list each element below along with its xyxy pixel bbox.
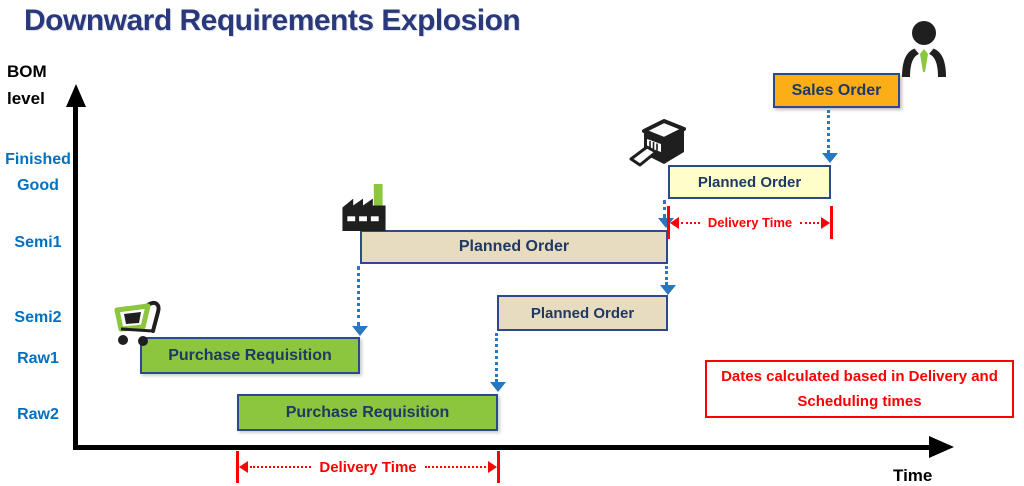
level-label-raw1: Raw1 bbox=[17, 350, 59, 367]
arrow-planned-fg-to-semi1-icon bbox=[658, 200, 674, 228]
shopping-cart-icon bbox=[114, 301, 161, 346]
page-title: Downward Requirements Explosion bbox=[24, 4, 521, 37]
delivery-start-marker bbox=[236, 451, 239, 483]
arrow-left-icon bbox=[670, 216, 679, 229]
dotted-line bbox=[250, 466, 312, 468]
arrow-right-icon bbox=[488, 461, 497, 473]
delivery-time-label: Delivery Time bbox=[319, 458, 417, 476]
dotted-line bbox=[681, 221, 700, 224]
purchase-requisition-raw2-box: Purchase Requisition bbox=[237, 394, 498, 431]
dotted-line bbox=[424, 466, 486, 468]
delivery-time-annotation-top: Delivery Time bbox=[667, 206, 833, 239]
arrow-right-icon bbox=[821, 216, 830, 229]
delivery-time-label: Delivery Time bbox=[707, 215, 793, 230]
y-axis-arrowhead-icon bbox=[66, 84, 86, 107]
arrow-left-icon bbox=[239, 461, 248, 473]
sales-order-box: Sales Order bbox=[773, 73, 900, 108]
planned-order-finished-good-box: Planned Order bbox=[668, 165, 831, 199]
planned-order-semi2-box: Planned Order bbox=[497, 295, 668, 331]
level-label-semi1: Semi1 bbox=[14, 234, 62, 251]
customer-person-icon bbox=[902, 21, 946, 77]
goods-package-icon bbox=[629, 119, 686, 167]
note-box: Dates calculated based in Delivery and S… bbox=[705, 360, 1014, 418]
x-axis-line bbox=[73, 445, 931, 450]
arrow-sales-to-planned-fg-icon bbox=[822, 110, 838, 163]
x-axis-title: Time bbox=[893, 466, 933, 485]
y-axis-title: BOM level bbox=[7, 62, 47, 108]
delivery-end-marker bbox=[830, 206, 833, 239]
arrow-semi1-to-raw1-icon bbox=[352, 266, 368, 336]
level-label-finished-good: Finished Good bbox=[5, 151, 71, 194]
y-axis-line bbox=[73, 102, 78, 448]
x-axis-arrowhead-icon bbox=[929, 436, 954, 458]
arrow-semi2-to-raw2-icon bbox=[490, 333, 506, 392]
dotted-line bbox=[800, 221, 819, 224]
delivery-start-marker bbox=[667, 206, 670, 239]
purchase-requisition-raw1-box: Purchase Requisition bbox=[140, 337, 360, 374]
arrow-semi1-to-semi2-icon bbox=[660, 266, 676, 295]
factory-icon bbox=[342, 183, 386, 232]
planned-order-semi1-box: Planned Order bbox=[360, 230, 668, 264]
delivery-end-marker bbox=[497, 451, 500, 483]
delivery-time-annotation-bottom: Delivery Time bbox=[236, 451, 500, 483]
level-label-raw2: Raw2 bbox=[17, 406, 59, 423]
level-label-semi2: Semi2 bbox=[14, 309, 62, 326]
